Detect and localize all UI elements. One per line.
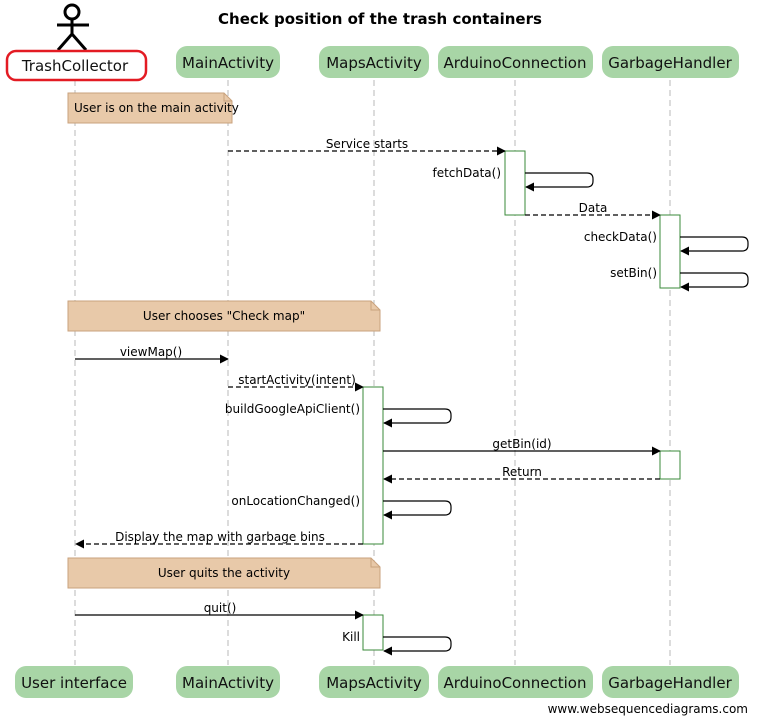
participant-label: MainActivity bbox=[182, 54, 274, 72]
message-label: checkData() bbox=[584, 230, 657, 244]
participant-main-activity: MainActivity bbox=[176, 46, 280, 78]
participant-label: TrashCollector bbox=[21, 57, 129, 75]
message-label: Return bbox=[502, 465, 542, 479]
note-text: User quits the activity bbox=[158, 566, 290, 580]
activation-garbage-handler-2 bbox=[659, 450, 681, 480]
participant-user-interface: User interface bbox=[15, 666, 133, 698]
diagram-title: Check position of the trash containers bbox=[218, 10, 542, 28]
note-check-map: User chooses "Check map" bbox=[67, 300, 381, 332]
participant-label: ArduinoConnection bbox=[444, 674, 587, 692]
activation-garbage-handler-1 bbox=[659, 214, 681, 289]
watermark: www.websequencediagrams.com bbox=[548, 702, 748, 716]
self-message-arrow bbox=[680, 272, 749, 292]
message-label: viewMap() bbox=[120, 345, 182, 359]
participant-label: ArduinoConnection bbox=[444, 54, 587, 72]
note-text: User is on the main activity bbox=[74, 101, 239, 115]
messages bbox=[75, 146, 749, 656]
bottom-participants: User interface MainActivity MapsActivity… bbox=[15, 666, 739, 698]
top-participants: TrashCollector MainActivity MapsActivity… bbox=[5, 46, 739, 82]
note-quit-activity: User quits the activity bbox=[67, 557, 381, 589]
participant-label: User interface bbox=[21, 674, 127, 692]
message-label: Service starts bbox=[326, 137, 408, 151]
participant-label: MapsActivity bbox=[326, 674, 422, 692]
participant-trash-collector: TrashCollector bbox=[5, 49, 148, 82]
participant-main-activity-bottom: MainActivity bbox=[176, 666, 280, 698]
message-label: onLocationChanged() bbox=[231, 494, 360, 508]
activation-bars bbox=[362, 150, 681, 651]
self-message-arrow bbox=[680, 236, 749, 256]
activation-maps-activity-2 bbox=[362, 614, 384, 651]
participant-arduino-connection-bottom: ArduinoConnection bbox=[438, 666, 593, 698]
message-label: setBin() bbox=[610, 266, 657, 280]
message-label: Display the map with garbage bins bbox=[115, 530, 325, 544]
self-message-arrow bbox=[525, 172, 594, 192]
participant-label: MapsActivity bbox=[326, 54, 422, 72]
participant-label: GarbageHandler bbox=[608, 54, 732, 72]
participant-garbage-handler: GarbageHandler bbox=[602, 46, 739, 78]
lifelines bbox=[74, 80, 671, 665]
participant-garbage-handler-bottom: GarbageHandler bbox=[602, 666, 739, 698]
message-label: buildGoogleApiClient() bbox=[225, 402, 360, 416]
activation-maps-activity-1 bbox=[362, 386, 384, 545]
message-label: fetchData() bbox=[432, 166, 501, 180]
self-message-arrow bbox=[383, 636, 452, 656]
message-label: Data bbox=[579, 201, 608, 215]
note-text: User chooses "Check map" bbox=[143, 309, 305, 323]
self-message-arrow bbox=[383, 408, 452, 428]
participant-label: MainActivity bbox=[182, 674, 274, 692]
participant-maps-activity: MapsActivity bbox=[319, 46, 429, 78]
message-labels: Service starts fetchData() Data checkDat… bbox=[115, 137, 657, 644]
activation-arduino-connection bbox=[504, 150, 526, 216]
actor-stick-figure-icon bbox=[56, 3, 89, 51]
message-label: Kill bbox=[342, 630, 360, 644]
participant-arduino-connection: ArduinoConnection bbox=[438, 46, 593, 78]
message-label: quit() bbox=[204, 601, 237, 615]
message-label: getBin(id) bbox=[492, 437, 551, 451]
participant-label: GarbageHandler bbox=[608, 674, 732, 692]
participant-maps-activity-bottom: MapsActivity bbox=[319, 666, 429, 698]
message-label: startActivity(intent) bbox=[238, 373, 356, 387]
self-message-arrow bbox=[383, 500, 452, 520]
note-main-activity: User is on the main activity bbox=[67, 92, 239, 124]
